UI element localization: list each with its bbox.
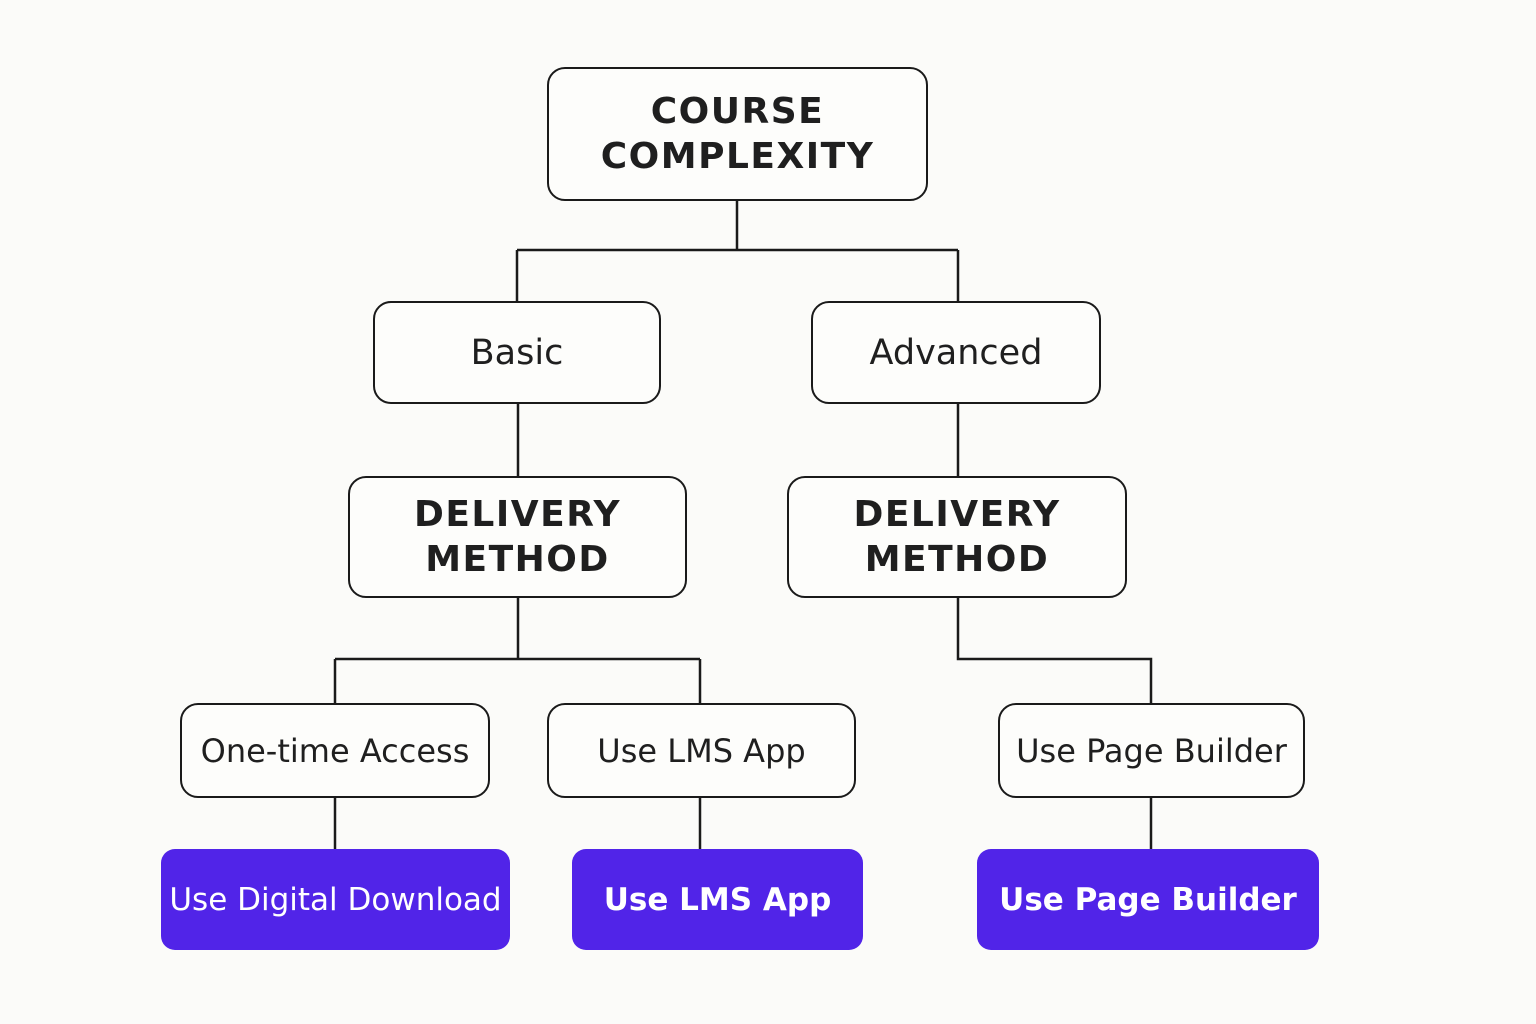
connector-delivery-right-to-option bbox=[956, 598, 1153, 703]
option-one-time-access: One-time Access bbox=[180, 703, 490, 798]
option-use-lms-app: Use LMS App bbox=[547, 703, 856, 798]
result-label: Use Page Builder bbox=[999, 881, 1297, 918]
delivery-method-node-basic: DELIVERY METHOD bbox=[348, 476, 687, 598]
advanced-label: Advanced bbox=[869, 332, 1043, 373]
basic-node: Basic bbox=[373, 301, 661, 404]
option-label: One-time Access bbox=[200, 731, 470, 770]
delivery-method-label-advanced: DELIVERY METHOD bbox=[853, 494, 1061, 580]
course-complexity-node: COURSE COMPLEXITY bbox=[547, 67, 928, 201]
result-use-lms-app: Use LMS App bbox=[572, 849, 863, 950]
option-use-page-builder: Use Page Builder bbox=[998, 703, 1305, 798]
basic-label: Basic bbox=[470, 332, 564, 373]
option-label: Use LMS App bbox=[597, 731, 806, 770]
result-label: Use LMS App bbox=[603, 881, 832, 918]
connector-delivery-left-to-options bbox=[333, 598, 702, 703]
advanced-node: Advanced bbox=[811, 301, 1101, 404]
result-use-page-builder: Use Page Builder bbox=[977, 849, 1319, 950]
connector-root-to-branches bbox=[515, 201, 960, 301]
result-label: Use Digital Download bbox=[169, 881, 502, 918]
option-label: Use Page Builder bbox=[1016, 731, 1287, 770]
result-use-digital-download: Use Digital Download bbox=[161, 849, 510, 950]
course-complexity-label: COURSE COMPLEXITY bbox=[600, 91, 875, 177]
delivery-method-node-advanced: DELIVERY METHOD bbox=[787, 476, 1127, 598]
delivery-method-label-basic: DELIVERY METHOD bbox=[413, 494, 622, 580]
